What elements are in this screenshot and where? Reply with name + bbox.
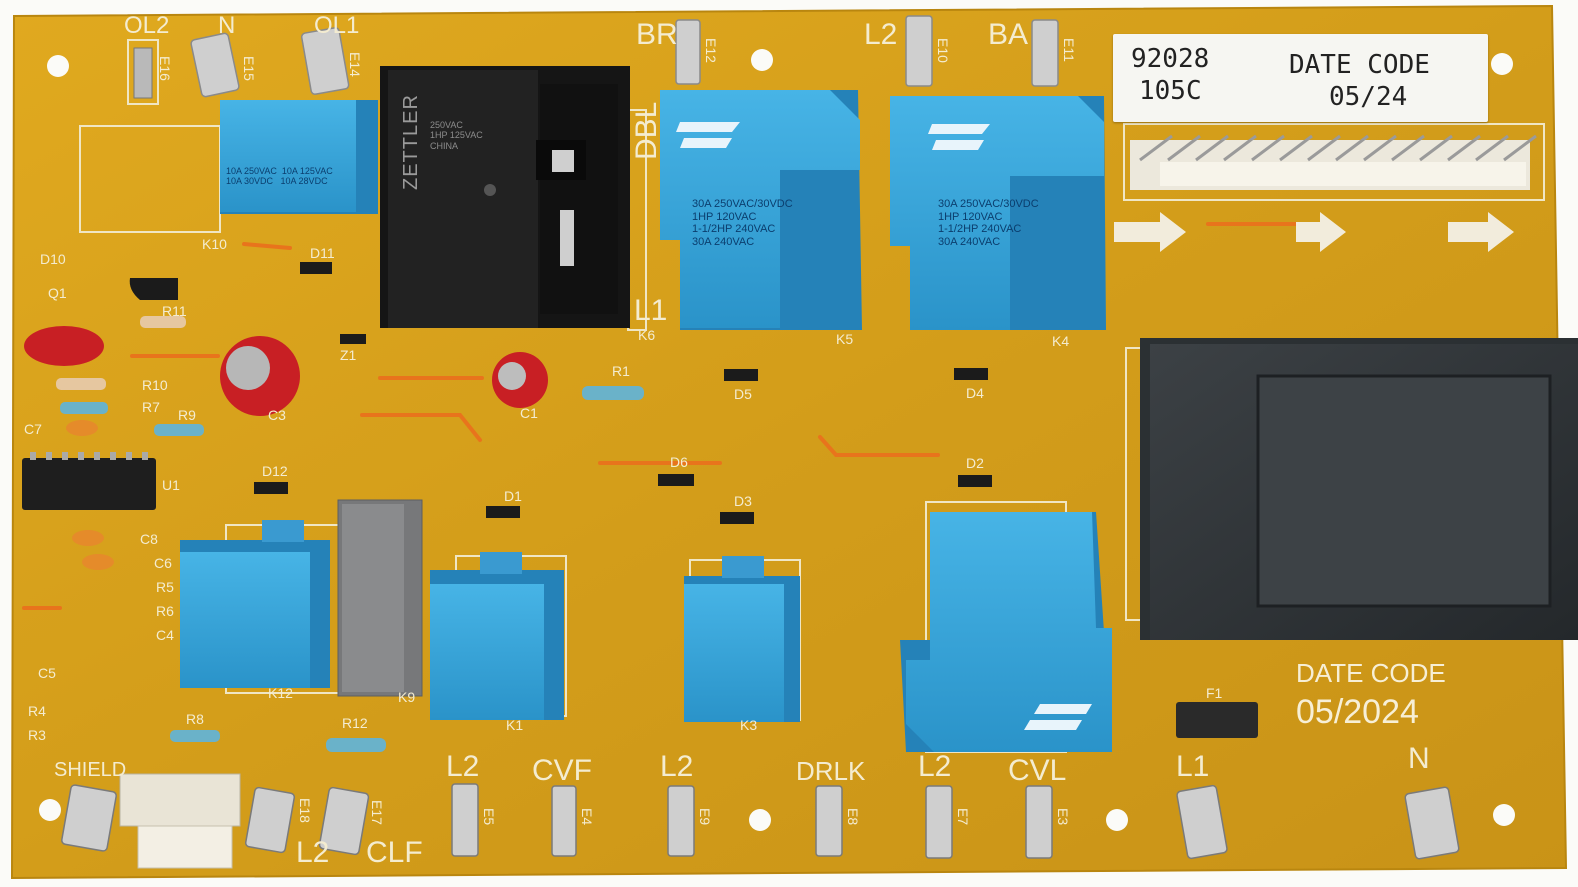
ref-k5: K5 [836, 331, 854, 347]
terminal-e8: E8 [845, 808, 861, 826]
ref-k10: K10 [202, 236, 227, 252]
label-clf: CLF [366, 836, 423, 869]
label-date-code-title: DATE CODE [1289, 50, 1430, 80]
relay-k10-rating: 10A 250VAC 10A 125VAC 10A 30VDC 10A 28VD… [226, 166, 333, 187]
transformer [1140, 338, 1578, 640]
part-number: 92028 [1131, 44, 1210, 74]
bottom-terminals [61, 783, 1460, 860]
ref-d10: D10 [40, 251, 66, 267]
terminal-e4: E4 [579, 808, 595, 826]
ref-c6: C6 [154, 555, 172, 571]
ref-k3: K3 [740, 717, 758, 733]
terminal-e9: E9 [697, 808, 713, 826]
label-n-top: N [218, 12, 236, 39]
relay-k5-rating: 30A 250VAC/30VDC 1HP 120VAC 1-1/2HP 240V… [692, 198, 793, 248]
small-relays [180, 100, 800, 722]
label-l2-cvl: L2 [918, 750, 952, 783]
label-l2-clf: L2 [296, 836, 330, 869]
pin-l1-k6: L1 [634, 294, 668, 327]
board-date-code-value: 05/2024 [1296, 693, 1419, 731]
label-l2-top: L2 [864, 18, 898, 51]
ref-d6: D6 [670, 454, 688, 470]
ref-r1: R1 [612, 363, 630, 379]
zettler-brand: ZETTLER [400, 94, 422, 190]
shield-connector [119, 773, 241, 869]
ref-r10: R10 [142, 377, 168, 393]
ref-c8: C8 [140, 531, 158, 547]
terminal-e11: E11 [1061, 38, 1077, 62]
ref-c5: C5 [38, 665, 56, 681]
ref-r12: R12 [342, 715, 368, 731]
ref-c3: C3 [268, 407, 286, 423]
ref-k6: K6 [638, 327, 656, 343]
mounting-holes [39, 49, 1515, 831]
ref-r4: R4 [28, 703, 46, 719]
terminal-e7: E7 [955, 808, 971, 826]
terminal-e18: E18 [297, 798, 313, 823]
board-date-code: DATE CODE 05/2024 [1296, 658, 1446, 732]
label-br: BR [636, 18, 678, 51]
ref-d1: D1 [504, 488, 522, 504]
pin-dbl: DBL [630, 101, 663, 160]
ref-z1: Z1 [340, 347, 357, 363]
terminal-e16: E16 [157, 56, 173, 81]
label-l2-drlk: L2 [660, 750, 694, 783]
terminal-e10: E10 [935, 38, 951, 63]
ref-r3: R3 [28, 727, 46, 743]
zettler-relay [380, 66, 630, 328]
top-terminals [133, 15, 1059, 99]
ref-d11: D11 [310, 245, 335, 261]
ref-d12: D12 [262, 463, 288, 479]
terminal-e17: E17 [369, 800, 385, 825]
ref-r9: R9 [178, 407, 196, 423]
label-n-bottom: N [1408, 742, 1430, 775]
ref-c4: C4 [156, 627, 174, 643]
terminal-e5: E5 [481, 808, 497, 826]
ref-k1: K1 [506, 717, 524, 733]
label-shield: SHIELD [54, 759, 127, 781]
label-ba: BA [988, 18, 1029, 51]
label-cvl: CVL [1008, 754, 1067, 787]
large-relays [660, 90, 1112, 752]
label-ol2: OL2 [124, 12, 170, 39]
ref-r11: R11 [162, 303, 187, 319]
ref-c7: C7 [24, 421, 42, 437]
terminal-e12: E12 [703, 38, 719, 63]
label-cvf: CVF [532, 754, 592, 787]
ref-r5: R5 [156, 579, 174, 595]
ref-r7: R7 [142, 399, 160, 415]
ref-u1: U1 [162, 477, 180, 493]
terminal-e14: E14 [347, 52, 363, 77]
label-l2-cvf: L2 [446, 750, 480, 783]
terminal-e3: E3 [1055, 808, 1071, 826]
revision: 105C [1139, 76, 1202, 106]
ref-d4: D4 [966, 385, 984, 401]
ref-k12: K12 [268, 685, 293, 701]
label-drlk: DRLK [796, 756, 866, 786]
ref-q1: Q1 [48, 285, 67, 301]
capacitors [24, 326, 548, 416]
ref-d2: D2 [966, 455, 984, 471]
board-date-code-title: DATE CODE [1296, 658, 1446, 688]
ref-k9: K9 [398, 689, 416, 705]
relay-k4-rating: 30A 250VAC/30VDC 1HP 120VAC 1-1/2HP 240V… [938, 198, 1039, 248]
zettler-rating: 250VAC 1HP 125VAC CHINA [430, 120, 483, 151]
ref-c1: C1 [520, 405, 538, 421]
ref-r8: R8 [186, 711, 204, 727]
ref-r6: R6 [156, 603, 174, 619]
ref-f1: F1 [1206, 685, 1223, 701]
part-label: 92028 105C DATE CODE 05/24 [1113, 34, 1488, 122]
label-date-code-value: 05/24 [1329, 82, 1408, 112]
label-ol1: OL1 [314, 12, 360, 39]
pin-header [1130, 134, 1537, 190]
ref-d5: D5 [734, 386, 752, 402]
ref-k4: K4 [1052, 333, 1070, 349]
ref-d3: D3 [734, 493, 752, 509]
terminal-e15: E15 [241, 56, 257, 81]
label-l1: L1 [1176, 750, 1210, 783]
